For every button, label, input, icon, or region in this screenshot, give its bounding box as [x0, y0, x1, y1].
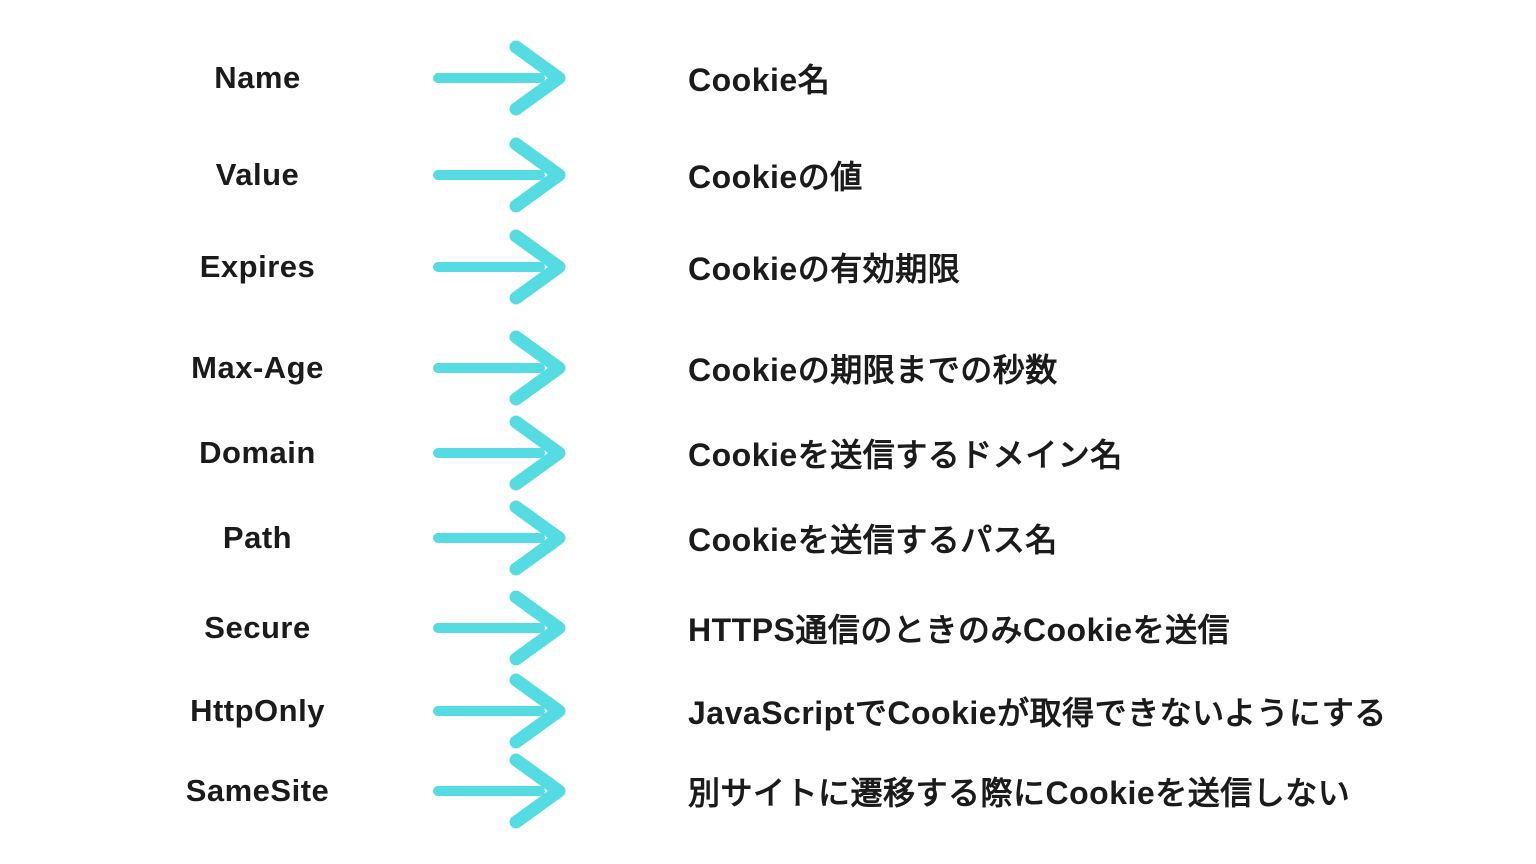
- right-arrow-icon: [428, 413, 578, 493]
- right-arrow-icon: [428, 498, 578, 578]
- diagram-row: Path Cookieを送信するパス名: [0, 498, 1536, 578]
- right-arrow-icon: [428, 671, 578, 751]
- diagram-row: Max-Age Cookieの期限までの秒数: [0, 328, 1536, 408]
- diagram-row: HttpOnly JavaScriptでCookieが取得できないようにする: [0, 671, 1536, 751]
- attribute-label: Secure: [204, 610, 311, 645]
- diagram-row: Value Cookieの値: [0, 135, 1536, 215]
- right-arrow-icon: [428, 38, 578, 118]
- attribute-description: Cookieを送信するパス名: [688, 522, 1058, 558]
- attribute-label: Name: [214, 60, 301, 95]
- attribute-label: HttpOnly: [190, 693, 325, 728]
- attribute-description: JavaScriptでCookieが取得できないようにする: [688, 695, 1387, 731]
- diagram-row: SameSite 別サイトに遷移する際にCookieを送信しない: [0, 751, 1536, 831]
- attribute-description: HTTPS通信のときのみCookieを送信: [688, 612, 1231, 648]
- right-arrow-icon: [428, 227, 578, 307]
- attribute-description: Cookie名: [688, 62, 831, 98]
- diagram-row: Domain Cookieを送信するドメイン名: [0, 413, 1536, 493]
- right-arrow-icon: [428, 751, 578, 831]
- right-arrow-icon: [428, 135, 578, 215]
- attribute-description: Cookieを送信するドメイン名: [688, 437, 1123, 473]
- diagram-row: Expires Cookieの有効期限: [0, 227, 1536, 307]
- attribute-label: Max-Age: [191, 350, 324, 385]
- attribute-label: Expires: [199, 249, 316, 284]
- attribute-label: Domain: [199, 435, 316, 470]
- attribute-label: SameSite: [185, 773, 330, 808]
- attribute-label: Path: [222, 520, 293, 555]
- right-arrow-icon: [428, 588, 578, 668]
- right-arrow-icon: [428, 328, 578, 408]
- attribute-description: 別サイトに遷移する際にCookieを送信しない: [688, 775, 1351, 811]
- diagram-row: Secure HTTPS通信のときのみCookieを送信: [0, 588, 1536, 668]
- attribute-description: Cookieの有効期限: [688, 251, 961, 287]
- attribute-label: Value: [215, 157, 300, 192]
- attribute-description: Cookieの値: [688, 159, 863, 195]
- attribute-description: Cookieの期限までの秒数: [688, 352, 1058, 388]
- diagram-row: Name Cookie名: [0, 38, 1536, 118]
